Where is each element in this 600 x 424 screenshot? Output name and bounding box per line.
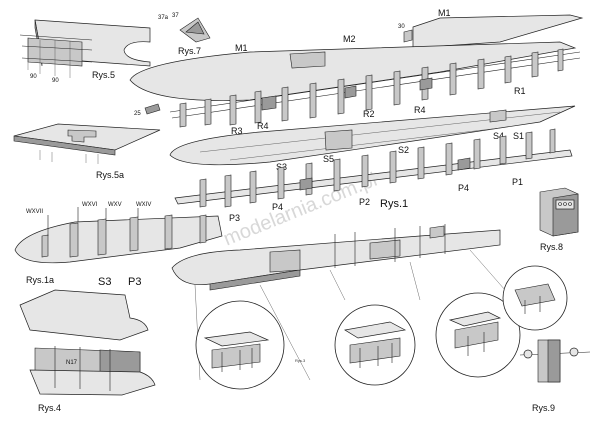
- label-wxv: WXV: [108, 202, 122, 208]
- svg-text:90: 90: [52, 78, 59, 84]
- fig-rys1a-part: [14, 207, 223, 264]
- label-r1: R1: [514, 86, 526, 96]
- label-rys8: Rys.8: [540, 242, 563, 252]
- label-s4: S4: [493, 131, 504, 141]
- label-37: 37: [172, 13, 179, 19]
- svg-text:90: 90: [30, 74, 37, 80]
- label-m2: M2: [343, 34, 356, 44]
- label-rys5: Rys.5: [92, 70, 115, 80]
- detail-circle-3: [435, 292, 521, 378]
- fig-rys4-part: [19, 289, 156, 396]
- label-rys5a: Rys.5a: [96, 170, 124, 180]
- fig-rys5a-part: [13, 123, 161, 164]
- rib-row-r: [169, 48, 581, 128]
- label-25: 25: [134, 111, 141, 117]
- detail-circle-1: [195, 300, 285, 390]
- label-37a: 37a: [158, 15, 169, 21]
- label-s3: S3: [276, 162, 287, 172]
- label-p1: P1: [512, 177, 523, 187]
- label-rys1: Rys.1: [380, 198, 408, 210]
- label-rys1a: Rys.1a: [26, 275, 54, 285]
- part-middle-skin: [169, 105, 576, 166]
- label-s3-big: S3: [98, 276, 111, 288]
- fig-rys5-part: 90 90: [19, 19, 151, 84]
- label-wxiv: WXIV: [136, 202, 151, 208]
- fig-rys7-part: [179, 17, 211, 43]
- label-wxvi: WXVI: [82, 202, 98, 208]
- label-p2: P2: [359, 197, 370, 207]
- detail-circle-2: [334, 304, 416, 386]
- label-p4b: P4: [458, 183, 469, 193]
- label-n17: N17: [66, 360, 78, 366]
- label-rys7: Rys.7: [178, 46, 201, 56]
- label-rys4: Rys.4: [38, 403, 61, 413]
- label-m1: M1: [235, 43, 248, 53]
- fig-rys8-part: [539, 187, 579, 237]
- label-rys3: Rys.3: [295, 358, 306, 363]
- rib-row-p: [174, 128, 573, 208]
- label-p3-big: P3: [128, 276, 141, 288]
- part-25: [144, 103, 161, 115]
- label-r3: R3: [231, 126, 243, 136]
- label-r4b: R4: [414, 105, 426, 115]
- part-upper-skin: [129, 41, 577, 101]
- label-p4a: P4: [272, 202, 283, 212]
- label-rys9: Rys.9: [532, 403, 555, 413]
- fig-rys9-part: [519, 339, 591, 383]
- label-s1: S1: [513, 131, 524, 141]
- label-r4a: R4: [257, 121, 269, 131]
- label-30: 30: [398, 24, 405, 30]
- part-30: [403, 29, 413, 43]
- detail-circle-4: [502, 265, 568, 331]
- label-r2: R2: [363, 109, 375, 119]
- fig-rys3-part: [171, 224, 501, 291]
- label-m1-top: M1: [438, 8, 451, 18]
- label-s2: S2: [398, 145, 409, 155]
- label-wxvii: WXVII: [26, 209, 43, 215]
- label-s5: S5: [323, 154, 334, 164]
- label-p3: P3: [229, 213, 240, 223]
